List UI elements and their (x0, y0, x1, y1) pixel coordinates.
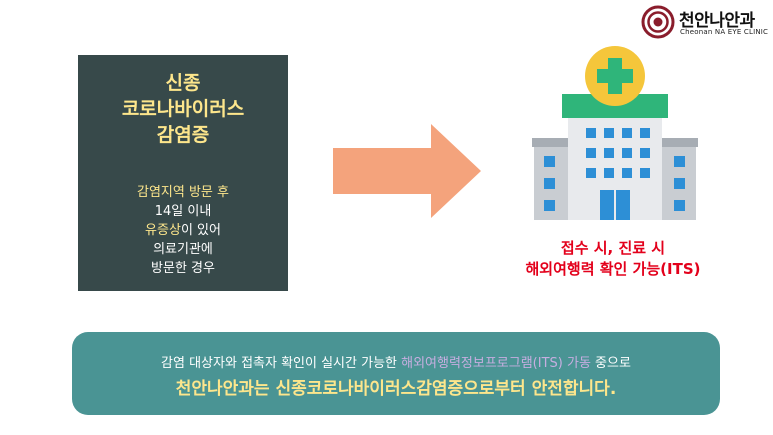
panel-body-line: 의료기관에 (153, 242, 213, 257)
banner-text: 중으로 (590, 356, 631, 371)
panel-body-line: 감염지역 방문 후 (137, 185, 229, 200)
symptom-highlight: 유증상 (145, 223, 181, 238)
clinic-logo: 천안나안과 Cheonan NA EYE CLINIC (641, 4, 769, 40)
banner-text: 감염 대상자와 접촉자 확인이 실시간 가능한 (161, 356, 402, 371)
panel-body-line: 14일 이내 (154, 204, 212, 219)
panel-title-line: 신종 (165, 72, 201, 94)
panel-title-line: 코로나바이러스 (121, 98, 245, 120)
its-caption: 접수 시, 진료 시 해외여행력 확인 가능(ITS) (498, 238, 728, 280)
safety-banner: 감염 대상자와 접촉자 확인이 실시간 가능한 해외여행력정보프로그램(ITS)… (72, 332, 720, 415)
banner-headline: 천안나안과는 신종코로나바이러스감염증으로부터 안전합니다. (175, 379, 617, 399)
logo-name-korean: 천안나안과 (679, 11, 755, 31)
panel-title: 신종 코로나바이러스 감염증 (78, 70, 288, 148)
banner-notice-line: 감염 대상자와 접촉자 확인이 실시간 가능한 해외여행력정보프로그램(ITS)… (72, 352, 720, 371)
hospital-building-icon (532, 46, 698, 220)
its-program-text: 해외여행력정보프로그램(ITS) 가동 (401, 356, 591, 371)
panel-body-line: 유증상이 있어 (78, 221, 288, 240)
panel-body-line: 방문한 경우 (151, 261, 215, 276)
panel-body-text: 이 있어 (180, 223, 221, 238)
its-caption-line: 해외여행력 확인 가능(ITS) (525, 260, 701, 278)
panel-title-line: 감염증 (156, 124, 210, 146)
panel-body: 감염지역 방문 후 14일 이내 유증상이 있어 의료기관에 방문한 경우 (78, 183, 288, 278)
its-caption-line: 접수 시, 진료 시 (560, 239, 666, 257)
info-panel: 신종 코로나바이러스 감염증 감염지역 방문 후 14일 이내 유증상이 있어 … (78, 55, 288, 291)
right-arrow-icon (333, 124, 481, 218)
logo-name-english: Cheonan NA EYE CLINIC (680, 28, 769, 36)
eye-clinic-logo-icon (641, 5, 675, 39)
